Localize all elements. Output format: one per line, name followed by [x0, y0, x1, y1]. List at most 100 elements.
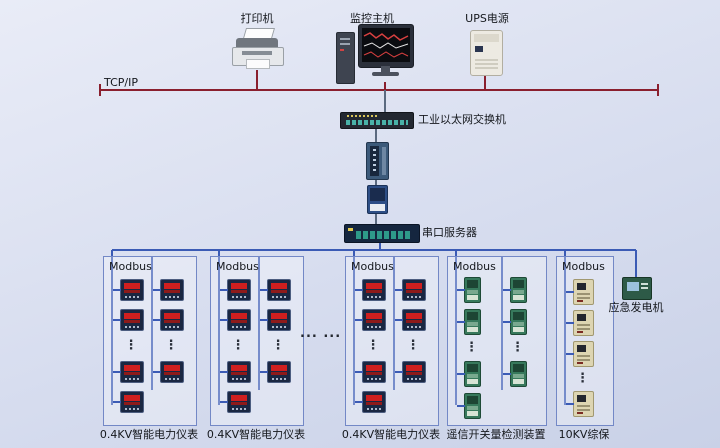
power-meter-icon	[220, 391, 251, 413]
device-column: ⋮	[220, 279, 251, 413]
more-devices-ellipsis: ⋮	[271, 338, 285, 353]
io-module-icon	[457, 309, 481, 335]
screen-waveform	[363, 32, 409, 58]
more-devices-ellipsis: ⋮	[164, 338, 178, 353]
modbus-bus-label: Modbus	[216, 260, 259, 273]
power-meter-icon	[395, 309, 426, 331]
io-module-icon	[503, 309, 527, 335]
power-meter-icon	[355, 361, 386, 383]
device-column: ⋮	[355, 279, 386, 413]
device-column: ⋮	[503, 277, 527, 387]
serial-server-icon	[344, 224, 420, 243]
emergency-generator-icon	[622, 277, 652, 300]
generator-screen	[627, 282, 639, 291]
monitor-icon	[358, 24, 414, 68]
protocol-converter-icon	[367, 185, 388, 214]
tcpip-label: TCP/IP	[104, 76, 138, 89]
modbus-group-3: Modbus ⋮ ⋮	[345, 256, 439, 426]
more-devices-ellipsis: ⋮	[465, 340, 478, 355]
io-module-icon	[503, 361, 527, 387]
power-meter-icon	[395, 279, 426, 301]
more-devices-ellipsis: ⋮	[511, 340, 524, 355]
more-devices-ellipsis: ⋮	[576, 371, 589, 386]
generator-buttons	[641, 283, 648, 291]
power-meter-icon	[395, 361, 426, 383]
power-meter-icon	[113, 361, 144, 383]
printer-paper-out	[246, 59, 270, 69]
ethernet-chain-lines	[375, 90, 386, 225]
more-devices-ellipsis: ⋮	[124, 338, 138, 353]
more-devices-ellipsis: ⋮	[366, 338, 380, 353]
power-meter-icon	[355, 279, 386, 301]
modbus-bus-label: Modbus	[453, 260, 496, 273]
protection-relay-icon	[566, 310, 594, 336]
protection-relay-icon	[566, 341, 594, 367]
modbus-bus-label: Modbus	[351, 260, 394, 273]
group-caption-5: 10KV综保	[558, 428, 610, 441]
power-meter-icon	[220, 279, 251, 301]
power-meter-icon	[113, 279, 144, 301]
power-meter-icon	[220, 309, 251, 331]
device-column: ⋮	[260, 279, 291, 383]
monitor-stand	[381, 66, 390, 72]
switch-leds	[347, 115, 377, 117]
device-column: ⋮	[153, 279, 184, 383]
protection-relay-icon	[566, 279, 594, 305]
modbus-bus-lines	[111, 241, 637, 405]
converter-face	[370, 188, 385, 201]
ups-icon	[470, 30, 503, 76]
protection-relay-icon	[566, 391, 594, 417]
power-meter-icon	[260, 361, 291, 383]
power-meter-icon	[153, 309, 184, 331]
ups-top-panel	[474, 34, 499, 42]
ups-label: UPS电源	[465, 12, 509, 25]
group-caption-2: 0.4KV智能电力仪表	[206, 428, 306, 441]
more-groups-ellipsis: ... ...	[300, 326, 342, 341]
device-column: ⋮	[395, 279, 426, 383]
power-meter-icon	[113, 309, 144, 331]
group-caption-4: 遥信开关量检测装置	[446, 428, 546, 441]
converter-side	[382, 147, 386, 175]
power-meter-icon	[260, 279, 291, 301]
ups-vents	[475, 59, 498, 71]
printer-icon	[230, 28, 284, 72]
host-label: 监控主机	[350, 12, 394, 25]
power-meter-icon	[355, 391, 386, 413]
serial-server-label: 串口服务器	[422, 226, 477, 239]
power-meter-icon	[153, 361, 184, 383]
power-meter-icon	[355, 309, 386, 331]
more-devices-ellipsis: ⋮	[406, 338, 420, 353]
ups-display	[475, 46, 483, 52]
converter-tag	[370, 204, 385, 211]
media-converter-icon	[366, 142, 389, 180]
switch-ports	[346, 120, 408, 125]
switch-label: 工业以太网交换机	[418, 113, 506, 126]
monitor-base	[372, 72, 399, 76]
monitor-screen	[362, 28, 410, 62]
converter-panel	[370, 146, 379, 176]
power-meter-icon	[220, 361, 251, 383]
power-meter-icon	[260, 309, 291, 331]
printer-slot	[242, 51, 272, 55]
device-column: ⋮	[113, 279, 144, 413]
modbus-group-2: Modbus ⋮ ⋮	[210, 256, 304, 426]
monitoring-host-icon	[336, 24, 414, 84]
modbus-group-4: Modbus ⋮ ⋮	[447, 256, 547, 426]
pc-tower-icon	[336, 32, 355, 84]
serial-led	[348, 228, 353, 231]
ethernet-switch-icon	[340, 112, 414, 129]
group-caption-1: 0.4KV智能电力仪表	[99, 428, 199, 441]
power-meter-icon	[113, 391, 144, 413]
more-devices-ellipsis: ⋮	[231, 338, 245, 353]
io-module-icon	[503, 277, 527, 303]
modbus-bus-label: Modbus	[109, 260, 152, 273]
io-module-icon	[457, 361, 481, 387]
io-module-icon	[457, 393, 481, 419]
device-column: ⋮	[457, 277, 481, 419]
group-caption-3: 0.4KV智能电力仪表	[341, 428, 441, 441]
device-column: ⋮	[566, 279, 594, 417]
serial-ports	[356, 231, 412, 239]
io-module-icon	[457, 277, 481, 303]
printer-head	[236, 38, 278, 48]
